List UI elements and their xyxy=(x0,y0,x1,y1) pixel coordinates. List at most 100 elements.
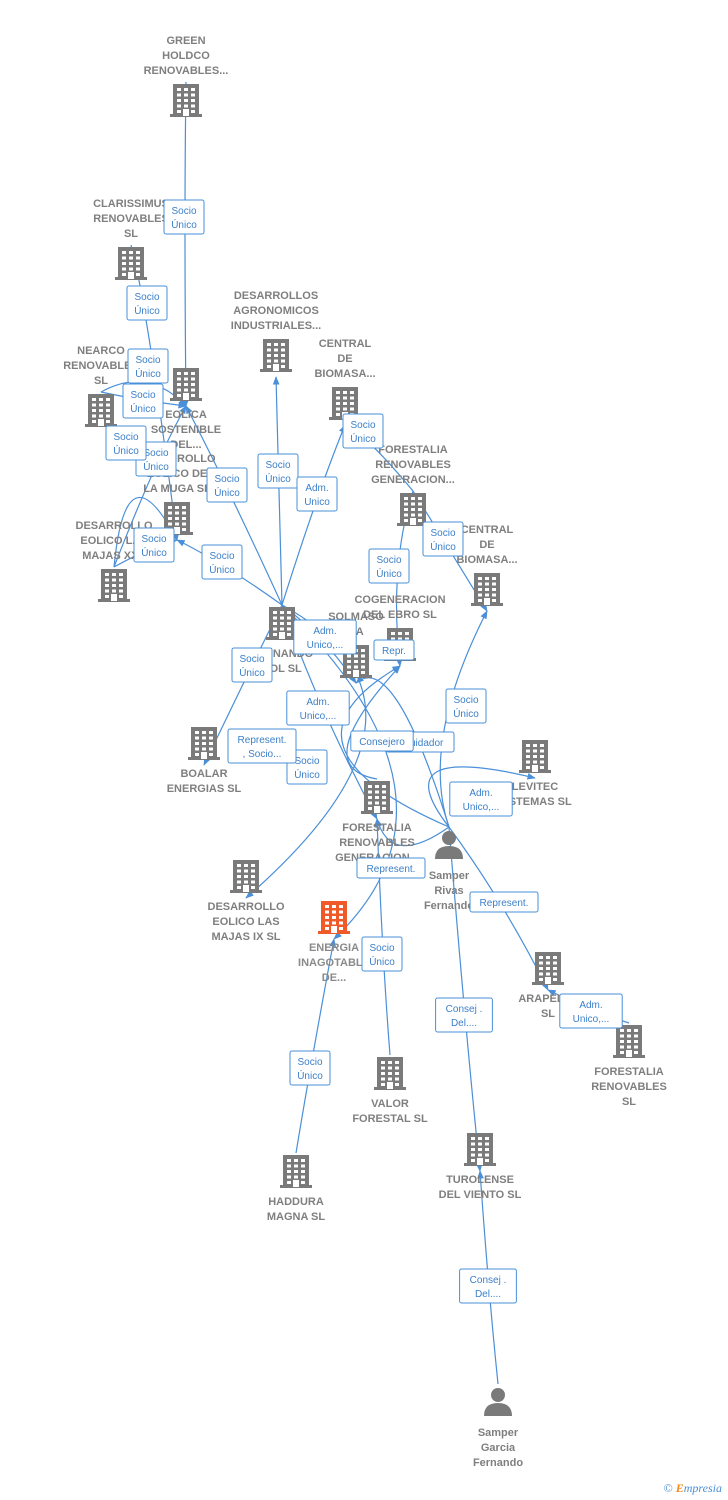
edge-label-badge[interactable]: Adm.Unico xyxy=(296,476,338,512)
edge-label-box xyxy=(368,548,410,584)
edge-label-text: Único xyxy=(430,540,456,553)
edge-label-badge[interactable]: Represent. xyxy=(469,891,539,913)
edge-label-text: Único xyxy=(239,666,265,679)
edge-label-text: Socio xyxy=(453,695,478,706)
edge-label-text: Único xyxy=(209,563,235,576)
person-icon xyxy=(484,1388,512,1416)
building-icon xyxy=(397,493,429,526)
node-label: HOLDCO xyxy=(162,50,210,62)
edge-label-badge[interactable]: Consejero xyxy=(350,730,414,752)
node-label: DE xyxy=(337,353,352,365)
empresia-logo[interactable]: ©Empresia xyxy=(664,1481,722,1496)
edge-label-text: Único xyxy=(453,707,479,720)
edge-label-badge[interactable]: Represent., Socio... xyxy=(227,728,297,764)
node-label: DE... xyxy=(322,972,346,984)
node-green[interactable]: GREEN HOLDCO RENOVABLES... xyxy=(144,35,229,117)
node-desagro[interactable]: DESARROLLOSAGRONOMICOSINDUSTRIALES... xyxy=(231,290,321,372)
edge-label-box xyxy=(449,781,513,817)
edge-label-badge[interactable]: Adm.Unico,... xyxy=(559,993,623,1029)
node-energia[interactable]: ENERGIAINAGOTABLEDE... xyxy=(298,901,370,984)
edge-label-text: Único xyxy=(130,402,156,415)
edge-label-badge[interactable]: Adm.Unico,... xyxy=(293,619,357,655)
edge-label-text: Único xyxy=(171,218,197,231)
node-label: FORESTAL SL xyxy=(352,1113,428,1125)
node-label: BIOMASA... xyxy=(456,554,517,566)
node-clariss[interactable]: CLARISSIMUS RENOVABLES SL xyxy=(93,198,169,280)
edge-label-text: Socio xyxy=(297,1057,322,1068)
node-label: INDUSTRIALES... xyxy=(231,320,321,332)
node-label: VALOR xyxy=(371,1098,409,1110)
node-label: RENOVABLES xyxy=(63,360,139,372)
node-label: FORESTALIA xyxy=(378,444,448,456)
node-label: RENOVABLES... xyxy=(144,65,229,77)
node-forgen1[interactable]: FORESTALIARENOVABLESGENERACION... xyxy=(371,444,455,526)
node-label: DESARROLLO xyxy=(76,520,153,532)
node-label: DE xyxy=(479,539,494,551)
node-label: RENOVABLES xyxy=(93,213,169,225)
edge-label-badge[interactable]: Consej .Del.... xyxy=(435,997,493,1033)
edge-label-text: Socio xyxy=(369,943,394,954)
node-label: HADDURA xyxy=(268,1196,324,1208)
edge-label-badge[interactable]: Adm.Unico,... xyxy=(286,690,350,726)
edge-label-text: Socio xyxy=(141,534,166,545)
building-icon xyxy=(318,901,350,934)
building-icon xyxy=(464,1133,496,1166)
edge-label-badge[interactable]: Repr. xyxy=(373,639,415,661)
node-label: SL xyxy=(124,228,138,240)
node-valor[interactable]: VALOR FORESTAL SL xyxy=(352,1057,428,1125)
edge-label-badge[interactable]: Represent. xyxy=(356,857,426,879)
node-label: MAJAS XXV xyxy=(82,550,146,562)
edge-label-box xyxy=(163,199,205,235)
edge-label-badge[interactable]: Consej .Del.... xyxy=(459,1268,517,1304)
node-label: EOLICA xyxy=(165,409,207,421)
node-label: EOLICO LAS xyxy=(212,916,279,928)
node-central1[interactable]: CENTRALDEBIOMASA... xyxy=(314,338,376,420)
building-icon xyxy=(374,1057,406,1090)
edge-label-badge[interactable]: Adm.Unico,... xyxy=(449,781,513,817)
building-icon xyxy=(532,952,564,985)
node-label: DEL VIENTO SL xyxy=(439,1189,522,1201)
node-label: COGENERACION xyxy=(354,594,445,606)
node-label: CLARISSIMUS xyxy=(93,198,169,210)
node-central2[interactable]: CENTRALDEBIOMASA... xyxy=(456,524,518,606)
edge-label-text: Repr. xyxy=(382,646,406,657)
node-eolica[interactable]: EOLICASOSTENIBLEDEL... xyxy=(151,368,221,451)
building-icon xyxy=(280,1155,312,1188)
node-forgen2[interactable]: FORESTALIARENOVABLESGENERACION... xyxy=(335,781,419,864)
edge-label-text: Socio xyxy=(171,206,196,217)
edge-label-box xyxy=(373,639,415,661)
edge-label-box xyxy=(350,730,414,752)
edge-label-text: Socio xyxy=(350,420,375,431)
node-label: GREEN xyxy=(166,35,205,47)
node-label: LEVITEC xyxy=(512,781,559,793)
edge-samper1-to-solmaso xyxy=(355,675,450,828)
node-label: SL xyxy=(541,1008,555,1020)
